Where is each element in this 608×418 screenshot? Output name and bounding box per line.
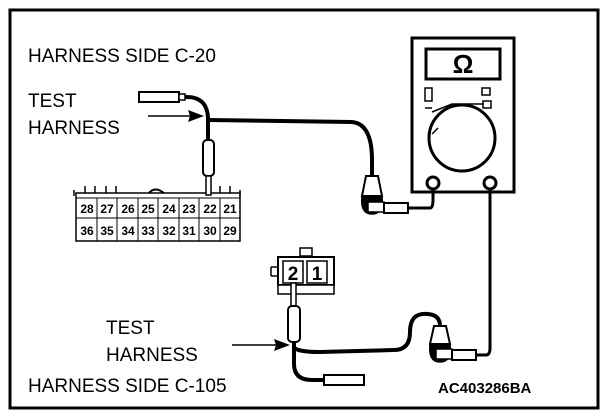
c105-pin-1: 1 (312, 264, 323, 285)
frame-border (8, 8, 600, 410)
ohm-symbol: Ω (453, 49, 474, 79)
selector-dial (427, 103, 497, 173)
leader-arrow-top (148, 110, 204, 122)
test-harness-bottom (287, 282, 442, 386)
pin-21: 21 (223, 202, 237, 216)
pin-27: 27 (100, 202, 114, 216)
pin-33: 33 (141, 224, 155, 238)
pin-34: 34 (121, 224, 135, 238)
test-harness-bottom-line2: HARNESS (106, 345, 198, 366)
harness-probe-bottom (287, 305, 301, 343)
indicator-square (481, 87, 491, 96)
pin-22: 22 (203, 202, 217, 216)
connector-c20: 28 27 26 25 24 23 22 21 36 35 34 33 32 3… (73, 186, 241, 242)
range-indicator (424, 87, 433, 102)
pin-32: 32 (162, 224, 176, 238)
pin-35: 35 (100, 224, 114, 238)
c105-pin-2: 2 (288, 264, 299, 285)
terminal-ohm (482, 175, 498, 191)
pin-25: 25 (141, 202, 155, 216)
pin-36: 36 (80, 224, 94, 238)
test-harness-bottom-line1: TEST (106, 318, 155, 339)
harness-plug (138, 91, 180, 103)
multimeter: Ω (410, 36, 516, 194)
leader-arrow-bottom (232, 339, 290, 351)
meter-probe-top (360, 175, 435, 215)
harness-probe (202, 139, 215, 177)
test-harness-top (138, 91, 374, 196)
test-harness-top-line2: HARNESS (28, 118, 120, 139)
harness-c20-label: HARNESS SIDE C-20 (28, 46, 216, 67)
pin-23: 23 (182, 202, 196, 216)
alligator-clip (383, 202, 409, 214)
pin-30: 30 (203, 224, 217, 238)
alligator-clip-bottom (451, 349, 477, 361)
pin-29: 29 (223, 224, 237, 238)
connector-c105: 2 1 (270, 247, 335, 295)
pin-28: 28 (80, 202, 94, 216)
pin-31: 31 (182, 224, 196, 238)
harness-plug-bottom (323, 374, 365, 386)
test-harness-top-line1: TEST (28, 91, 77, 112)
pin-26: 26 (121, 202, 135, 216)
pin-24: 24 (162, 202, 176, 216)
terminal-com (425, 175, 441, 191)
test-lead-wire-bottom (292, 311, 442, 355)
multimeter-display (424, 47, 502, 81)
meter-probe-bottom (428, 189, 492, 363)
figure-code: AC403286BA (438, 380, 532, 397)
test-lead-wire (207, 118, 374, 176)
harness-c105-label: HARNESS SIDE C-105 (28, 376, 227, 397)
